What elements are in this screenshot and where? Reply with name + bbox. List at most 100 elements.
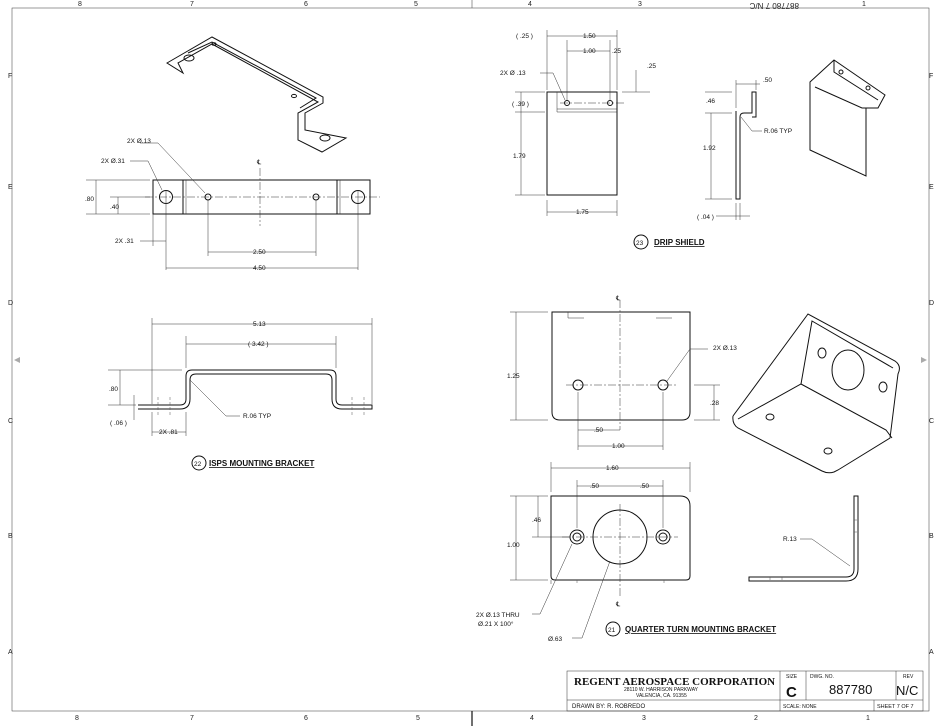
quarter-hole-span-dim: 1.00 (612, 443, 625, 450)
zone-left-E: E (8, 184, 13, 191)
quarter-holes-front-dim: 2X Ø.13 (713, 345, 737, 352)
quarter-offset-b-dim: .50 (640, 483, 649, 490)
drawn-by: DRAWN BY: R. ROBREDO (572, 704, 645, 710)
zone-bottom-8: 8 (75, 715, 79, 722)
zone-top-4: 4 (528, 1, 532, 8)
left-center-arrow (14, 357, 20, 363)
isps-isometric-view (166, 36, 348, 153)
isps-inner-length-dim: ( 3.42 ) (248, 341, 269, 348)
quarter-height-front-dim: 1.25 (507, 373, 520, 380)
top-zone-labels: 8 7 6 5 4 3 1 (78, 1, 866, 8)
quarter-turn-views: ℄ 2X Ø.13 1.25 .28 .50 1.00 (476, 295, 900, 643)
quarter-hole-height-dim: .28 (710, 400, 719, 407)
quarter-plate-height-dim: 1.00 (507, 542, 520, 549)
quarter-half-span-dim: .50 (594, 427, 603, 434)
rev-value: N/C (896, 683, 918, 698)
quarter-hole-row-dim: .46 (532, 517, 541, 524)
drip-tab-top-dim: .25 (647, 63, 656, 70)
quarter-view-label: QUARTER TURN MOUNTING BRACKET (625, 625, 776, 634)
size-label: SIZE (786, 674, 798, 680)
zone-top-8: 8 (78, 1, 82, 8)
drip-side-top-dim: .50 (763, 77, 772, 84)
quarter-big-hole-dim: Ø.63 (548, 636, 562, 643)
isps-front-view (108, 318, 373, 436)
zone-right-E: E (929, 184, 934, 191)
isps-hole-height-dim: .40 (110, 204, 119, 211)
quarter-offset-a-dim: .50 (590, 483, 599, 490)
zone-left-B: B (8, 533, 13, 540)
drip-front-view (515, 30, 650, 216)
quarter-centerline-bottom: ℄ (615, 601, 621, 608)
quarter-centerline-top: ℄ (615, 295, 621, 302)
company-address-1: 28110 W. HARRISON PARKWAY (624, 687, 699, 693)
bottom-zone-labels: 8 7 6 5 4 3 2 1 (75, 715, 870, 722)
zone-bottom-4: 4 (530, 715, 534, 722)
isps-overall-length-dim: 5.13 (253, 321, 266, 328)
mirrored-dwg-number: 887780 7 N/C (749, 1, 799, 10)
title-block: REGENT AEROSPACE CORPORATION 28110 W. HA… (566, 670, 924, 712)
scale: SCALE: NONE (783, 704, 817, 710)
drip-side-thickness-dim: ( .04 ) (697, 214, 714, 221)
isps-centerline-symbol: ℄ (256, 159, 262, 166)
zone-bottom-5: 5 (416, 715, 420, 722)
zone-top-5: 5 (414, 1, 418, 8)
size-value: C (786, 684, 797, 701)
drip-inner-dim: 1.00 (583, 48, 596, 55)
zone-top-3: 3 (638, 1, 642, 8)
zone-left-F: F (8, 73, 12, 80)
zone-right-D: D (929, 300, 934, 307)
sheet-number: SHEET 7 OF 7 (877, 704, 914, 710)
sheet-border (11, 7, 930, 712)
isps-view-label: ISPS MOUNTING BRACKET (209, 459, 314, 468)
zone-left-D: D (8, 300, 13, 307)
drip-isometric-view (809, 59, 886, 177)
isps-hole-small-dim: 2X Ø.13 (127, 138, 151, 145)
drip-width-dim: 1.75 (576, 209, 589, 216)
zone-top-7: 7 (190, 1, 194, 8)
quarter-item-number: 21 (608, 627, 616, 634)
zone-right-A: A (929, 649, 934, 656)
isps-rise-dim: .80 (109, 386, 118, 393)
company-address-2: VALENCIA, CA. 91355 (636, 693, 687, 699)
drip-side-view (705, 80, 762, 220)
isps-hole-large-dim: 2X Ø.31 (101, 158, 125, 165)
isps-large-hole-spacing-dim: 4.50 (253, 265, 266, 272)
drip-bend-dim: R.06 TYP (764, 128, 792, 135)
drip-view-label: DRIP SHIELD (654, 238, 705, 247)
zone-right-C: C (929, 418, 934, 425)
zone-right-F: F (929, 73, 933, 80)
zone-bottom-7: 7 (190, 715, 194, 722)
drip-edge-dim: ( .25 ) (516, 33, 533, 40)
zone-left-C: C (8, 418, 13, 425)
rev-label: REV (903, 674, 914, 680)
quarter-side-view (748, 495, 859, 582)
isps-edge-offset-dim: 2X .31 (115, 238, 134, 245)
isps-item-balloon (191, 455, 207, 471)
quarter-item-balloon (605, 621, 621, 637)
isps-bend-radius-dim: R.06 TYP (243, 413, 271, 420)
quarter-countersink-dim: Ø.21 X 100° (478, 620, 514, 628)
zone-bottom-3: 3 (642, 715, 646, 722)
company-name: REGENT AEROSPACE CORPORATION (574, 676, 775, 688)
quarter-thru-hole-dim: 2X Ø.13 THRU (476, 612, 520, 619)
quarter-width-dim: 1.60 (606, 465, 619, 472)
drip-holes-dim: 2X Ø .13 (500, 70, 526, 77)
right-center-arrow (921, 357, 927, 363)
dwg-no-value: 887780 (829, 682, 872, 697)
side-zone-labels: F E D C B A F E D C B A (8, 73, 934, 656)
isps-thickness-dim: ( .06 ) (110, 420, 127, 427)
isps-top-view (86, 142, 380, 270)
quarter-front-view (510, 300, 720, 450)
quarter-plate-view (510, 462, 691, 639)
drip-side-lip-dim: .46 (706, 98, 715, 105)
zone-top-6: 6 (304, 1, 308, 8)
drip-gap-dim: .25 (612, 48, 621, 55)
quarter-radius-dim: R.13 (783, 536, 797, 543)
zone-right-B: B (929, 533, 934, 540)
zone-left-A: A (8, 649, 13, 656)
drip-shield-views: ( .25 ) 1.50 1.00 .25 2X Ø .13 .25 ( .39… (500, 30, 886, 250)
isps-hole-spacing-dim: 2.50 (253, 249, 266, 256)
drip-item-balloon (633, 234, 649, 250)
zone-bottom-6: 6 (304, 715, 308, 722)
